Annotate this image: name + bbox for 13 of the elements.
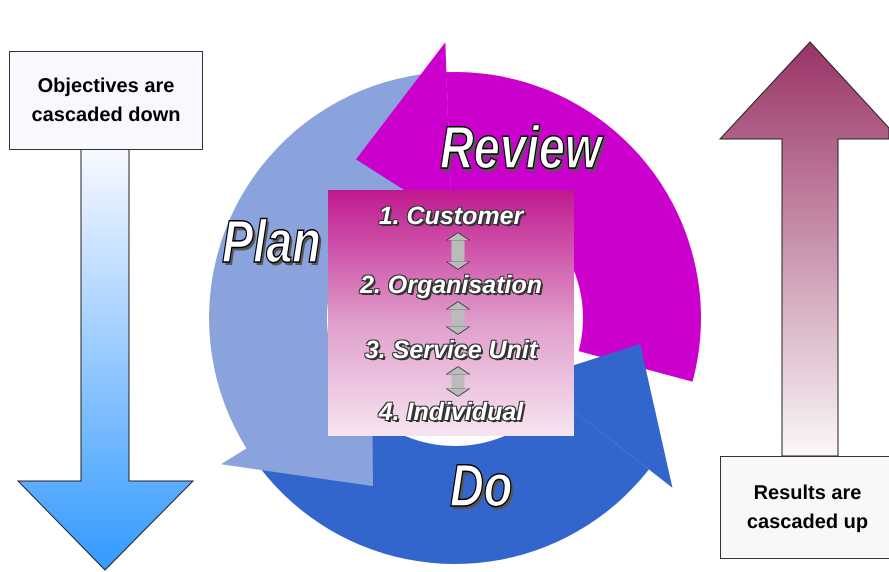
double-arrow <box>448 301 468 335</box>
gradient-panel <box>328 190 574 436</box>
cycle-label: Do <box>450 456 512 516</box>
level-text: 1. Customer <box>328 202 574 231</box>
text-box: Results are cascaded up <box>720 456 889 559</box>
cycle-label: Plan <box>222 212 321 272</box>
level-text: 3. Service Unit <box>328 336 574 365</box>
cycle-label: Review <box>440 118 602 178</box>
level-text: 2. Organisation <box>328 271 574 300</box>
level-text: 4. Individual <box>328 398 574 427</box>
double-arrow <box>448 232 468 270</box>
text-box: Objectives are cascaded down <box>9 51 203 150</box>
double-arrow <box>448 366 468 397</box>
